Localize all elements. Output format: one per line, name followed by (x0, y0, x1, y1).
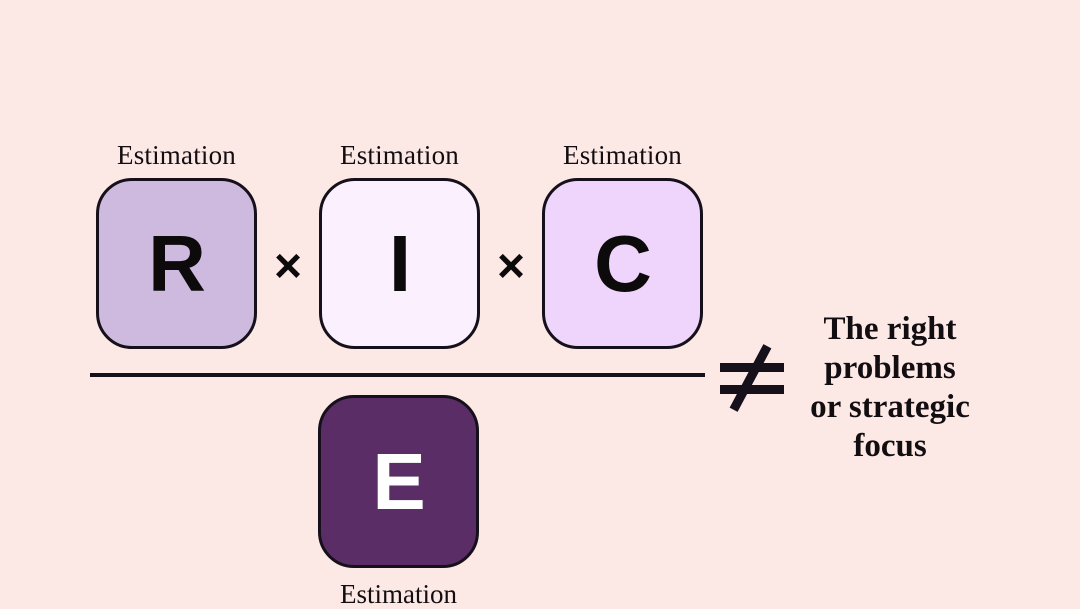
term-r-label: Estimation (117, 140, 236, 170)
term-c-label: Estimation (563, 140, 682, 170)
statement-line-4: focus (853, 428, 927, 464)
letter-r: R (148, 218, 206, 308)
letter-box-i: I (319, 178, 480, 349)
term-c: Estimation C (542, 140, 703, 349)
letter-box-e: E (318, 395, 479, 568)
letter-box-r: R (96, 178, 257, 349)
term-e-label: Estimation (340, 579, 457, 609)
letter-i: I (388, 218, 411, 308)
letter-box-c: C (542, 178, 703, 349)
term-i: Estimation I (319, 140, 480, 349)
statement-line-3: or strategic (810, 389, 970, 425)
numerator-row: Estimation R × Estimation I × Estimation… (96, 140, 703, 349)
multiply-operator-1: × (273, 240, 303, 293)
statement-text: The right problems or strategic focus (780, 310, 1000, 466)
letter-e: E (372, 436, 425, 526)
denominator-term-e: E Estimation (318, 395, 479, 609)
term-i-label: Estimation (340, 140, 459, 170)
letter-c: C (594, 218, 652, 308)
multiply-operator-2: × (496, 240, 526, 293)
term-r: Estimation R (96, 140, 257, 349)
fraction-bar (90, 373, 705, 377)
not-equal-icon (720, 344, 784, 412)
statement-line-1: The right (823, 311, 957, 347)
statement-line-2: problems (824, 350, 956, 386)
